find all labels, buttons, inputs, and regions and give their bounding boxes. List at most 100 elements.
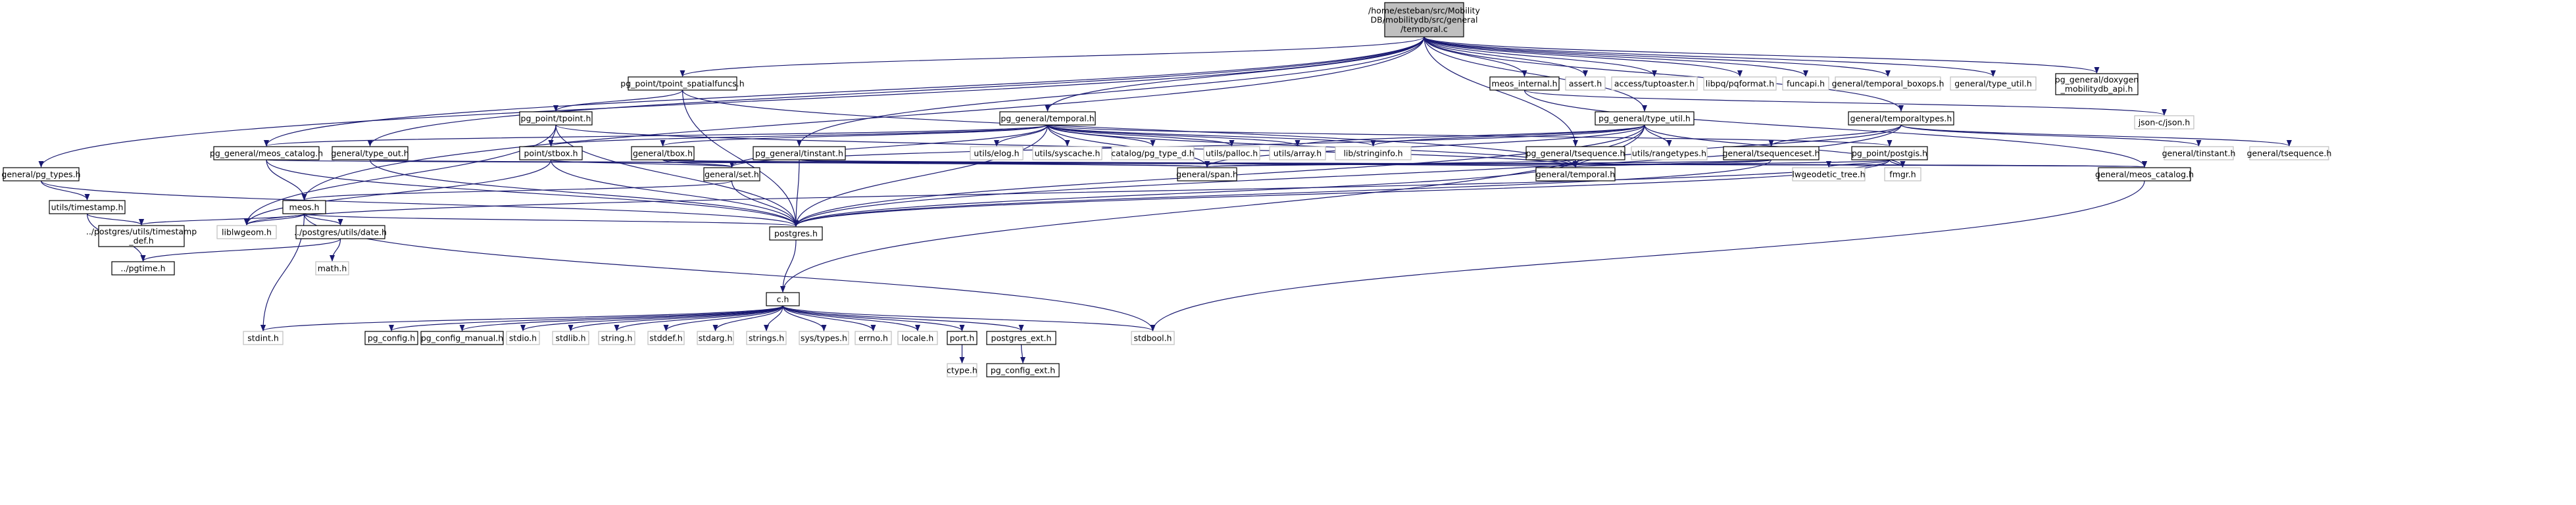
node-span[interactable]: general/span.h xyxy=(1176,167,1238,181)
node-tuptoaster: access/tuptoaster.h xyxy=(1611,76,1698,91)
node-root[interactable]: /home/esteban/src/MobilityDB/mobilitydb/… xyxy=(1368,2,1481,37)
node-port[interactable]: port.h xyxy=(947,331,978,345)
node-box-postgis xyxy=(1851,146,1928,160)
node-gen_meos_catalog[interactable]: general/meos_catalog.h xyxy=(2095,167,2194,181)
node-temporaltypes[interactable]: general/temporaltypes.h xyxy=(1848,111,1954,126)
node-label-systypes-0: sys/types.h xyxy=(801,333,847,343)
node-label-stdio-0: stdio.h xyxy=(509,333,537,343)
node-box-pg_types xyxy=(3,167,80,181)
node-pg_temporal[interactable]: pg_general/temporal.h xyxy=(999,111,1096,126)
node-date[interactable]: ../postgres/utils/date.h xyxy=(294,225,387,239)
node-label-meos-0: meos.h xyxy=(289,203,320,212)
node-pgtime[interactable]: ../pgtime.h xyxy=(111,261,175,276)
edge-temporaltypes-to-postgres xyxy=(793,124,1902,227)
edge-c-to-locale xyxy=(782,305,920,331)
node-pg_type_d: catalog/pg_type_d.h xyxy=(1111,146,1195,160)
node-label-tpoint_spatialfuncs-0: pg_point/tpoint_spatialfuncs.h xyxy=(620,79,744,89)
node-ts_def[interactable]: ../postgres/utils/timestamp_def.h xyxy=(86,225,197,247)
node-label-root-2: /temporal.c xyxy=(1400,24,1448,34)
node-label-locale-0: locale.h xyxy=(902,333,934,343)
node-pg_types[interactable]: general/pg_types.h xyxy=(1,167,81,181)
node-tsequenceset[interactable]: general/tsequenceset.h xyxy=(1723,146,1820,160)
edge-root-to-tuptoaster xyxy=(1424,36,1657,77)
edge-postgis-to-fmgr xyxy=(1889,159,1906,168)
node-meos_internal[interactable]: meos_internal.h xyxy=(1489,76,1560,91)
node-label-math-0: math.h xyxy=(318,264,347,274)
node-box-pg_config xyxy=(364,331,418,345)
edge-c-to-stddef xyxy=(663,305,783,331)
node-postgres[interactable]: postgres.h xyxy=(769,226,823,241)
edge-c-to-pg_config_manual xyxy=(459,305,783,331)
node-postgis[interactable]: pg_point/postgis.h xyxy=(1851,146,1928,160)
node-label-doxygen-0: pg_general/doxygen xyxy=(2055,75,2139,85)
edge-stbox-to-set xyxy=(550,159,734,168)
node-temporal_boxops: general/temporal_boxops.h xyxy=(1832,76,1944,91)
edge-postgis-to-postgres xyxy=(793,159,1891,227)
node-type_out[interactable]: general/type_out.h xyxy=(331,146,409,160)
node-tinstant_pg[interactable]: pg_general/tinstant.h xyxy=(753,146,846,160)
node-box-postgres_ext xyxy=(986,331,1056,345)
node-set[interactable]: general/set.h xyxy=(703,167,760,181)
edge-root-to-assert xyxy=(1424,36,1588,77)
node-box-timestamp xyxy=(49,200,126,214)
node-pg_config_manual[interactable]: pg_config_manual.h xyxy=(420,331,504,345)
node-pg_config_ext[interactable]: pg_config_ext.h xyxy=(986,363,1060,377)
edge-temporaltypes-to-tsequenceset xyxy=(1768,124,1902,147)
node-stdio: stdio.h xyxy=(506,331,540,345)
node-box-pg_meos_catalog xyxy=(213,146,320,160)
node-postgres_ext[interactable]: postgres_ext.h xyxy=(986,331,1056,345)
node-label-pg_types-0: general/pg_types.h xyxy=(1,170,80,180)
edge-date-to-pgtime xyxy=(140,238,341,262)
edge-tsequenceset-to-span xyxy=(1205,159,1772,168)
edge-temporaltypes-to-tinstant_gen xyxy=(1900,124,2202,147)
node-json: json-c/json.h xyxy=(2134,115,2194,130)
node-box-lwgeodetic xyxy=(1792,167,1866,181)
node-pg_config[interactable]: pg_config.h xyxy=(364,331,418,345)
node-box-liblwgeom xyxy=(216,225,277,239)
edge-c-to-postgres_ext xyxy=(782,305,1024,331)
node-box-strings xyxy=(746,331,787,345)
node-tinstant_gen: general/tinstant.h xyxy=(2162,146,2236,160)
edge-meos-to-date xyxy=(303,213,343,226)
node-timestamp[interactable]: utils/timestamp.h xyxy=(49,200,126,214)
edge-meos_internal-to-gen_meos_catalog xyxy=(1523,89,2147,168)
edge-root-to-tpoint_spatialfuncs xyxy=(680,36,1425,77)
edge-postgis-to-gen_temporal xyxy=(1573,159,1891,168)
edge-meos-to-liblwgeom xyxy=(244,213,305,226)
node-label-type_out-0: general/type_out.h xyxy=(331,149,409,158)
edge-c-to-stdlib xyxy=(568,305,783,331)
node-label-pg_config_ext-0: pg_config_ext.h xyxy=(991,366,1055,375)
edge-c-to-stdarg xyxy=(712,305,783,331)
node-label-tsequence_gen-0: general/tsequence.h xyxy=(2247,149,2332,158)
node-label-pgtime-0: ../pgtime.h xyxy=(120,264,165,274)
node-tbox[interactable]: general/tbox.h xyxy=(631,146,695,160)
node-gen_temporal[interactable]: general/temporal.h xyxy=(1535,167,1616,181)
node-label-stdint-0: stdint.h xyxy=(247,333,279,343)
node-box-port xyxy=(947,331,978,345)
node-label-tinstant_gen-0: general/tinstant.h xyxy=(2162,149,2236,158)
node-pg_type_util[interactable]: pg_general/type_util.h xyxy=(1595,111,1695,126)
edge-pg_temporal-to-array xyxy=(1047,124,1300,147)
node-label-timestamp-0: utils/timestamp.h xyxy=(51,203,124,212)
edge-stbox-to-postgres xyxy=(550,159,799,227)
edge-tpoint_spatialfuncs-to-tpoint xyxy=(553,89,683,112)
node-c[interactable]: c.h xyxy=(766,292,800,306)
node-label-tinstant_pg-0: pg_general/tinstant.h xyxy=(755,149,843,158)
node-tsequence_pg[interactable]: pg_general/tsequence.h xyxy=(1525,146,1625,160)
node-tpoint[interactable]: pg_point/tpoint.h xyxy=(519,111,593,126)
node-meos[interactable]: meos.h xyxy=(282,200,326,214)
node-box-pg_temporal xyxy=(999,111,1096,126)
edge-tpoint-to-postgres xyxy=(555,124,799,227)
node-tpoint_spatialfuncs[interactable]: pg_point/tpoint_spatialfuncs.h xyxy=(620,76,745,91)
edge-tpoint_spatialfuncs-to-gen_temporal xyxy=(681,89,1578,168)
node-label-postgis-0: pg_point/postgis.h xyxy=(1852,149,1927,158)
node-doxygen[interactable]: pg_general/doxygen_mobilitydb_api.h xyxy=(2055,73,2139,95)
edge-meos-to-ts_def xyxy=(139,213,305,226)
node-stbox[interactable]: point/stbox.h xyxy=(519,146,583,160)
edge-root-to-type_util_gen xyxy=(1424,36,1996,77)
node-pg_meos_catalog[interactable]: pg_general/meos_catalog.h xyxy=(210,146,323,160)
node-box-temporal_boxops xyxy=(1835,76,1941,91)
node-box-stdio xyxy=(506,331,540,345)
edge-root-to-tinstant_pg xyxy=(797,36,1425,147)
node-pqformat: libpq/pqformat.h xyxy=(1703,76,1777,91)
